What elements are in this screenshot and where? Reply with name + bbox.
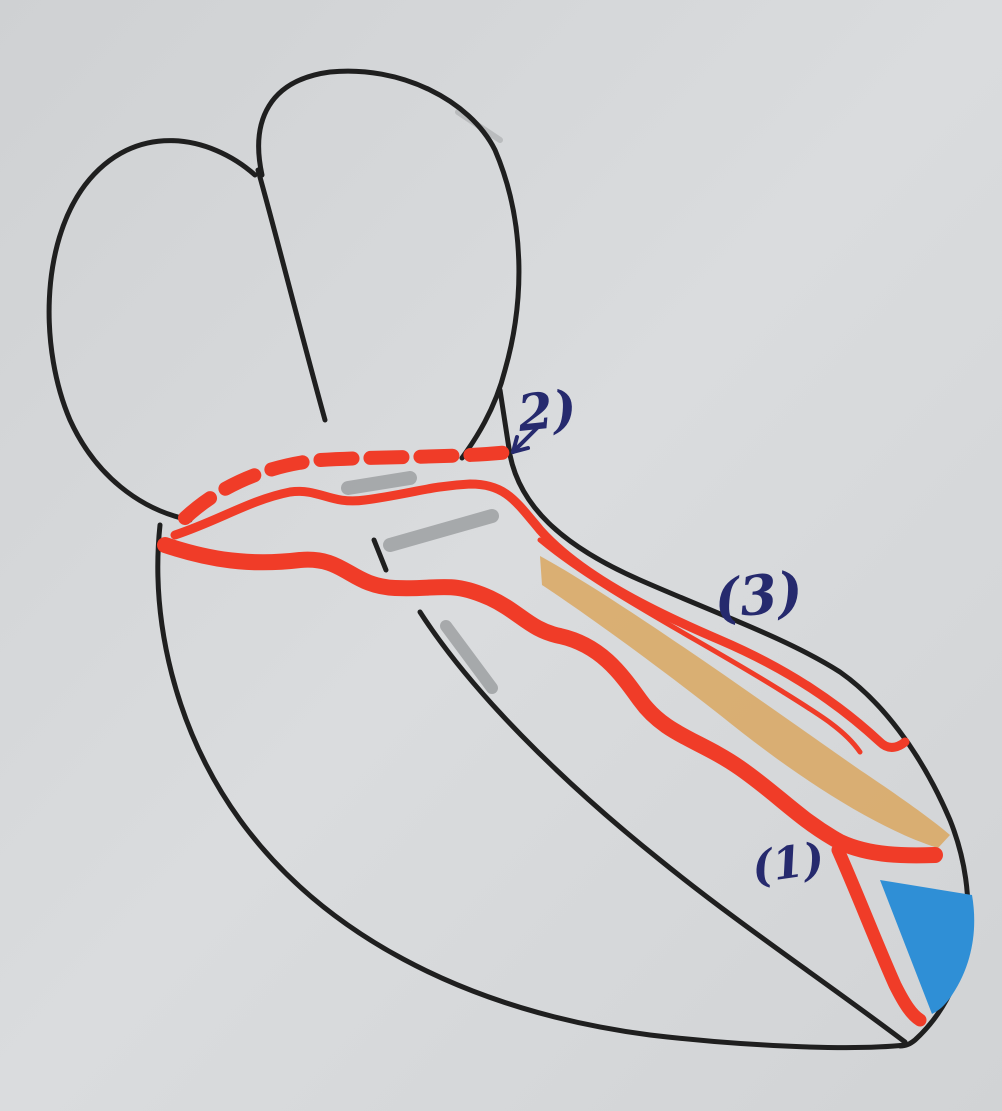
label-3: (3) bbox=[711, 564, 805, 627]
label-1: (1) bbox=[749, 837, 827, 891]
label-2: 2) bbox=[516, 383, 579, 439]
